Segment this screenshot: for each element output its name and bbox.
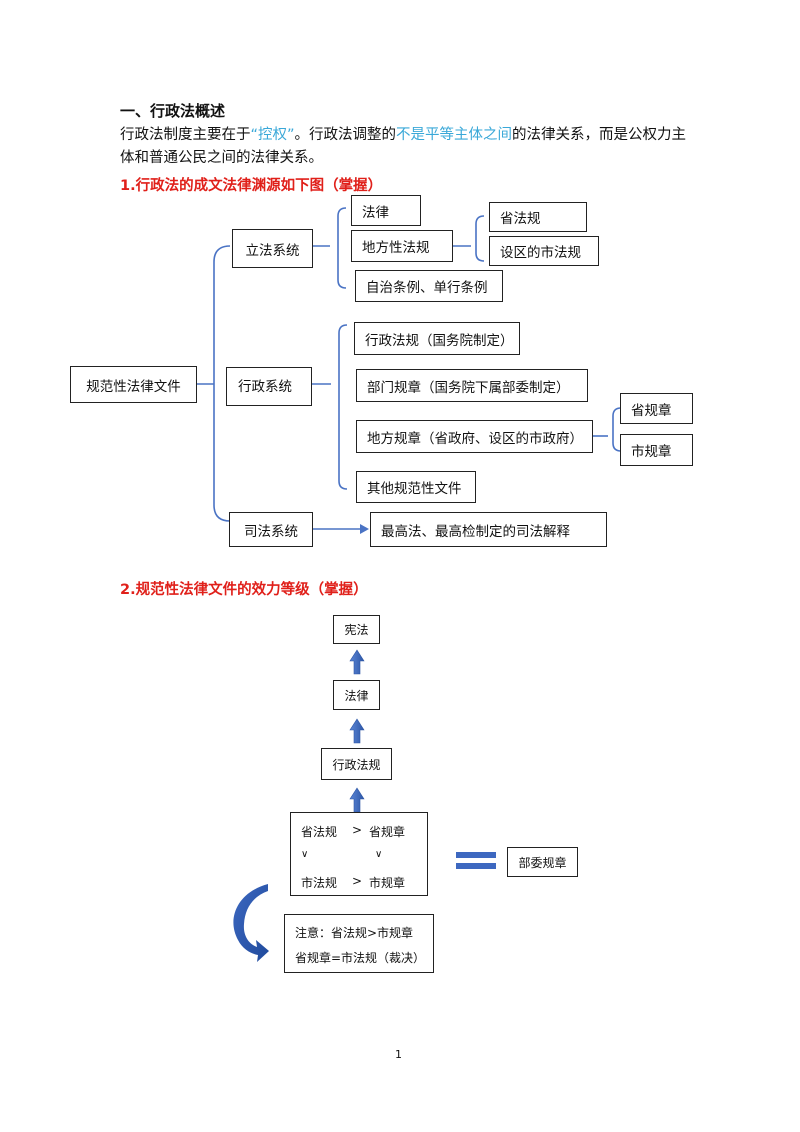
- xingzheng-fagui-box: 行政法规（国务院制定）: [354, 322, 520, 355]
- intro-line-2: 体和普通公民之间的法律关系。: [120, 150, 323, 166]
- intro-text-b: 。行政法调整的: [294, 127, 397, 143]
- zizhi-tiaoli-box: 自治条例、单行条例: [355, 270, 503, 302]
- page-number: 1: [395, 1048, 402, 1061]
- grid-vee-1: ∨: [301, 849, 309, 860]
- sheng-fagui-box: 省法规: [489, 202, 587, 232]
- grid-sheng-fagui: 省法规: [301, 825, 338, 839]
- buwei-guizhang-box: 部委规章: [507, 847, 578, 877]
- sifa-box: 司法系统: [229, 512, 313, 547]
- up-arrow-1: [349, 649, 365, 675]
- difang-guizhang-box: 地方规章（省政府、设区的市政府）: [356, 420, 593, 453]
- note-line-1: 注意：省法规>市规章: [295, 926, 414, 940]
- xingzhengfagui-box: 行政法规: [321, 748, 392, 780]
- intro-line-1: 行政法制度主要在于“控权”。行政法调整的不是平等主体之间的法律关系，而是公权力主: [120, 124, 686, 146]
- heading-sources: 1.行政法的成文法律渊源如下图（掌握）: [120, 178, 383, 194]
- curved-arrow: [233, 884, 269, 962]
- xianfa-box: 宪法: [333, 615, 380, 644]
- grid-sheng-guizhang: 省规章: [369, 825, 406, 839]
- root-box: 规范性法律文件: [70, 366, 197, 403]
- xingzheng-label: 行政系统: [238, 379, 292, 395]
- heading-hierarchy: 2.规范性法律文件的效力等级（掌握）: [120, 582, 368, 598]
- falv-box: 法律: [351, 195, 421, 226]
- shequ-fagui-box: 设区的市法规: [489, 236, 599, 266]
- falv-level-box: 法律: [333, 680, 380, 710]
- sifa-jieshi-box: 最高法、最高检制定的司法解释: [370, 512, 607, 547]
- bumen-guizhang-box: 部门规章（国务院下属部委制定）: [356, 369, 588, 402]
- grid-shi-guizhang: 市规章: [369, 876, 406, 890]
- grid-gt-2: >: [352, 874, 363, 888]
- qita-wenjian-box: 其他规范性文件: [356, 471, 476, 503]
- grid-vee-2: ∨: [375, 849, 383, 860]
- local-rules-grid: 省法规 > 省规章 ∨ ∨ 市法规 > 市规章: [290, 812, 428, 896]
- lifa-box: 立法系统: [232, 229, 313, 268]
- intro-text-c: 的法律关系，而是公权力主: [512, 127, 687, 143]
- difang-fagui-box: 地方性法规: [351, 230, 453, 262]
- intro-text-a: 行政法制度主要在于: [120, 127, 251, 143]
- shi-guizhang-box: 市规章: [620, 434, 693, 466]
- up-arrow-2: [349, 718, 365, 744]
- up-arrow-3: [349, 787, 365, 813]
- sheng-guizhang-box: 省规章: [620, 393, 693, 424]
- grid-shi-fagui: 市法规: [301, 876, 338, 890]
- highlight-bupingdeng: 不是平等主体之间: [396, 127, 513, 143]
- section-title: 一、行政法概述: [120, 102, 226, 120]
- xingzheng-box: [226, 367, 312, 406]
- note-box: 注意：省法规>市规章 省规章=市法规（裁决）: [284, 914, 434, 973]
- highlight-kongquan: “控权”: [250, 127, 295, 143]
- note-line-2: 省规章=市法规（裁决）: [295, 951, 426, 965]
- grid-gt-1: >: [352, 823, 363, 837]
